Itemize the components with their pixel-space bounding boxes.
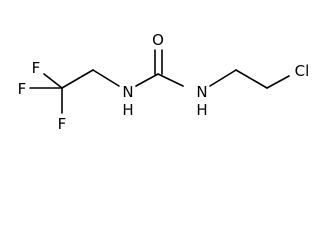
bond-ch2-ch2 xyxy=(235,69,268,89)
atom-fluorine-top: F xyxy=(32,59,41,77)
bond-ch2-cf3 xyxy=(61,69,94,89)
molecule-diagram: O N H N H Cl F F F xyxy=(18,31,310,133)
bond-carbonyl-nh-left xyxy=(135,73,159,87)
atom-oxygen: O xyxy=(152,31,164,49)
bond-carbonyl-nh-right xyxy=(157,73,184,87)
atom-fluorine-bottom: F xyxy=(58,115,67,133)
atom-chlorine: Cl xyxy=(295,62,310,80)
atom-nitrogen-left: N xyxy=(122,83,133,101)
bond-nh-right-ch2 xyxy=(209,69,237,87)
structure-canvas: O N H N H Cl F F F xyxy=(18,31,310,133)
atom-hydrogen-right: H xyxy=(196,101,207,119)
bond-cf3-f-top xyxy=(43,73,63,89)
atom-hydrogen-left: H xyxy=(122,101,133,119)
bond-ch2-cl xyxy=(266,75,290,89)
atom-nitrogen-right: N xyxy=(196,83,207,101)
bond-nh-left-ch2 xyxy=(92,69,120,87)
atom-fluorine-left: F xyxy=(18,80,27,98)
bonds xyxy=(29,49,290,114)
atom-labels: O N H N H Cl F F F xyxy=(18,31,310,133)
